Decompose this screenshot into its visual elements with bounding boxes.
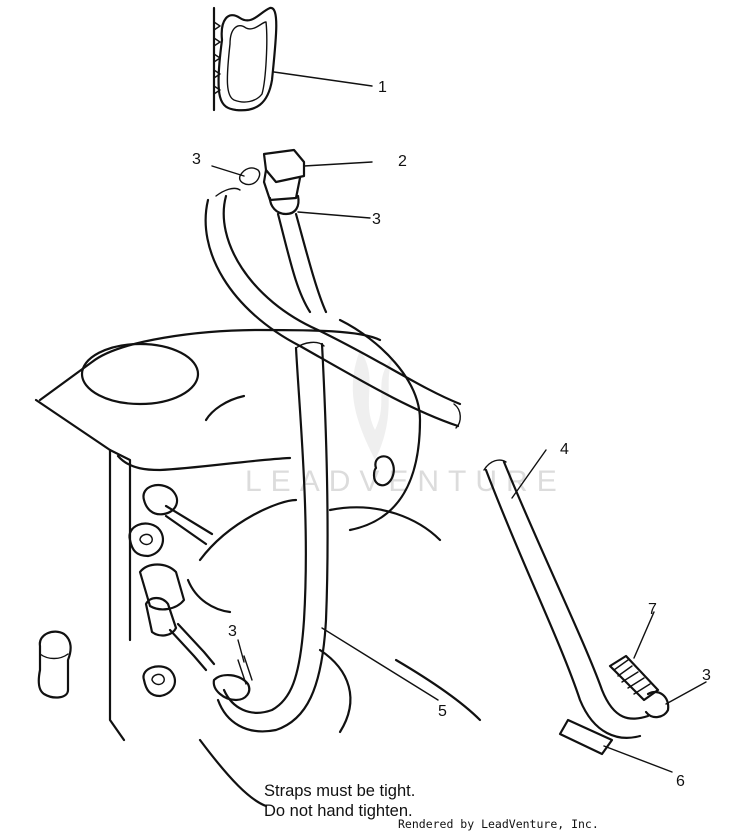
strap-note-line-1: Straps must be tight.: [264, 782, 416, 800]
callout-3-top-left: 3: [192, 151, 201, 168]
hose-clamp-lower-left: [212, 639, 253, 702]
vent-hose: [204, 187, 462, 429]
fuel-tank: [34, 318, 482, 808]
main-fuel-hose: [216, 341, 439, 733]
callout-3-top-right: 3: [372, 211, 381, 228]
inline-fuel-filter: [608, 611, 707, 719]
tank-fittings: [128, 483, 216, 698]
strap-note-line-2: Do not hand tighten.: [264, 802, 413, 820]
strap-note: Straps must be tight. Do not hand tighte…: [264, 781, 415, 821]
callout-3-lower-right: 3: [702, 667, 711, 684]
fuel-line-strap: [558, 718, 673, 773]
watermark-text: LEADVENTURE: [245, 465, 566, 498]
render-credit: Rendered by LeadVenture, Inc.: [398, 817, 599, 831]
callout-4: 4: [560, 441, 569, 458]
callout-7: 7: [648, 601, 657, 618]
callout-2: 2: [398, 153, 407, 170]
fuel-elbow-fitting: [211, 148, 373, 216]
callout-1: 1: [378, 79, 387, 96]
return-hose: [483, 449, 650, 739]
callout-6: 6: [676, 773, 685, 790]
watermark-logo: [352, 350, 395, 460]
edge-trim-part: [212, 6, 373, 112]
callout-5: 5: [438, 703, 447, 720]
callout-3-lower-left: 3: [228, 623, 237, 640]
